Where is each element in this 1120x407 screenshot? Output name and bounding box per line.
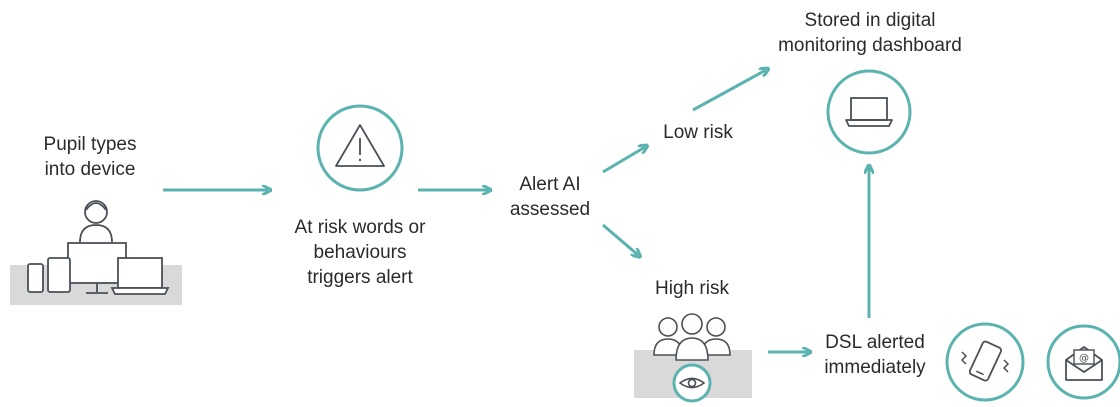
arrow-low-risk-to-stored	[692, 70, 766, 112]
email-envelope-icon: @	[1046, 324, 1120, 400]
trigger-label-line2: behaviours	[313, 242, 407, 263]
stored-label-line2: monitoring dashboard	[778, 35, 962, 56]
laptop-icon	[826, 69, 912, 155]
stored-label: Stored in digital monitoring dashboard	[765, 8, 975, 58]
assess-label-line2: assessed	[509, 199, 591, 220]
pupil-label: Pupil types into device	[20, 132, 160, 182]
arrow-assess-to-high-risk	[602, 223, 638, 255]
arrow-assess-to-low-risk	[602, 147, 645, 174]
pupil-label-line2: into device	[44, 159, 136, 180]
dsl-label: DSL alerted immediately	[810, 330, 940, 380]
assess-label: Alert AI assessed	[495, 172, 605, 222]
trigger-label-line1: At risk words or	[294, 217, 426, 238]
pupil-devices-icon	[10, 200, 182, 305]
dsl-label-line1: DSL alerted	[825, 332, 925, 353]
high-risk-label-text: High risk	[655, 278, 729, 299]
high-risk-label: High risk	[642, 276, 742, 301]
svg-text:@: @	[1079, 353, 1089, 364]
low-risk-label-text: Low risk	[663, 122, 733, 143]
group-eye-icon	[634, 313, 752, 403]
low-risk-label: Low risk	[648, 120, 748, 145]
pupil-label-line1: Pupil types	[43, 134, 137, 155]
trigger-label-line3: triggers alert	[307, 267, 413, 288]
stored-label-line1: Stored in digital	[804, 10, 936, 31]
phone-vibrate-icon	[945, 322, 1025, 402]
dsl-label-line2: immediately	[824, 357, 926, 378]
warning-triangle-icon	[316, 104, 404, 192]
trigger-label: At risk words or behaviours triggers ale…	[275, 215, 445, 290]
assess-label-line1: Alert AI	[519, 174, 581, 195]
